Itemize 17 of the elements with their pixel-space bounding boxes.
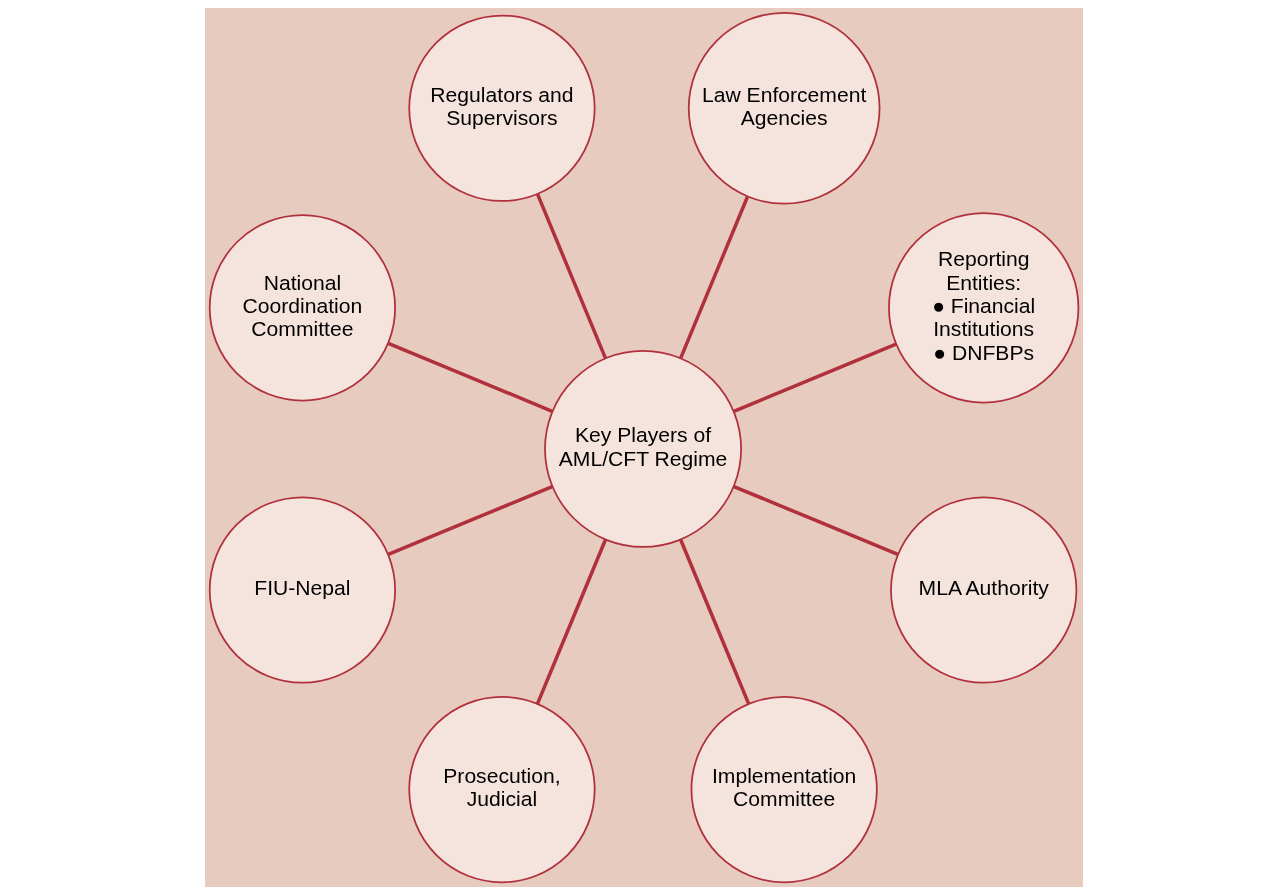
node-circle: Implementation Committee (690, 695, 878, 884)
connector (387, 484, 553, 557)
node-circle: FIU-Nepal (208, 496, 396, 684)
connector (732, 484, 898, 557)
connector (678, 539, 750, 705)
connector (678, 196, 749, 359)
node-circle: MLA Authority (889, 496, 1077, 684)
node-circle: Law Enforcement Agencies (687, 11, 880, 205)
node-circle: Reporting Entities: ● Financial Institutions ● DNFBPs (887, 212, 1079, 404)
node-circle: Key Players of AML/CFT Regime (543, 349, 742, 548)
connector (732, 342, 897, 413)
node-circle: National Coordination Committee (208, 214, 396, 402)
node-circle: Regulators and Supervisors (407, 14, 596, 202)
connector (387, 341, 553, 413)
connector (535, 193, 607, 359)
connector (535, 539, 607, 705)
node-circle: Prosecution, Judicial (407, 695, 596, 884)
